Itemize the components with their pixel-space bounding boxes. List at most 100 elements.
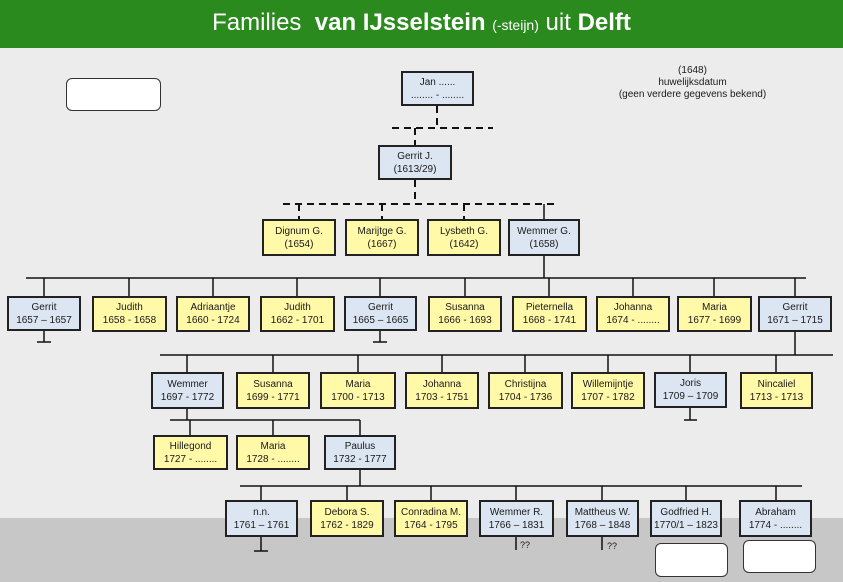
person-dates: 1709 – 1709 xyxy=(662,391,719,402)
person-box: Mattheus W.1768 – 1848 xyxy=(566,500,639,537)
empty-label-box-3 xyxy=(743,540,816,573)
title-spelling-variant: (-steijn) xyxy=(492,17,539,33)
title-family-name: van IJsselstein xyxy=(314,9,486,36)
note-label: huwelijksdatum xyxy=(658,77,727,88)
person-dates: 1660 - 1724 xyxy=(186,315,240,326)
person-dates: (1667) xyxy=(367,238,397,250)
person-name: Wemmer G. xyxy=(517,225,571,237)
person-name: Nincaliel xyxy=(757,378,796,390)
person-dates: 1770/1 – 1823 xyxy=(654,519,718,531)
person-dates: 1665 – 1665 xyxy=(352,314,409,326)
person-dates: 1703 - 1751 xyxy=(415,391,469,403)
person-dates: 1657 – 1657 xyxy=(16,314,72,326)
person-dates: 1728 - ........ xyxy=(246,453,300,465)
person-dates: 1671 – 1715 xyxy=(767,315,823,326)
person-name: Maria xyxy=(345,378,371,390)
person-box: Godfried H.1770/1 – 1823 xyxy=(650,500,722,537)
person-name: Paulus xyxy=(344,440,376,452)
person-box: Wemmer R.1766 – 1831 xyxy=(479,500,554,537)
person-box: Debora S.1762 - 1829 xyxy=(310,500,384,537)
person-name: Gerrit xyxy=(782,302,808,313)
person-box: n.n.1761 – 1761 xyxy=(225,500,298,537)
person-box: Judith 1658 - 1658 xyxy=(92,296,167,332)
person-box: Gerrit 1671 – 1715 xyxy=(758,296,832,332)
person-dates: 1658 - 1658 xyxy=(102,315,157,326)
person-box: Conradina M.1764 - 1795 xyxy=(394,500,468,537)
person-dates: 1764 - 1795 xyxy=(404,519,458,531)
tree-background xyxy=(0,48,843,518)
person-name: Marijtge G. xyxy=(357,225,407,237)
person-dates: 1768 – 1848 xyxy=(574,519,631,531)
person-name: Lysbeth G. xyxy=(440,225,488,237)
person-dates: 1677 - 1699 xyxy=(687,315,742,326)
person-dates: 1668 - 1741 xyxy=(522,315,577,326)
person-name: Gerrit xyxy=(31,301,57,313)
person-dates: (1654) xyxy=(284,238,314,250)
person-name: Conradina M. xyxy=(400,506,462,518)
person-dates: 1707 - 1782 xyxy=(581,391,635,403)
title-word-families: Families xyxy=(212,9,302,36)
person-dates: (1642) xyxy=(449,238,479,250)
person-box: Johanna 1674 - ........ xyxy=(596,296,670,332)
person-dates: 1699 - 1771 xyxy=(246,391,300,403)
person-name: Wemmer R. xyxy=(489,506,544,518)
person-name: Susanna xyxy=(253,378,293,390)
person-dates: 1774 - ........ xyxy=(748,519,803,531)
person-dates: ........ - ........ xyxy=(410,89,465,101)
person-dates: 1674 - ........ xyxy=(606,315,660,326)
person-name: Johanna xyxy=(422,378,462,390)
unknown-marker: ?? xyxy=(607,541,618,551)
person-name: Adriaantje xyxy=(190,302,236,313)
person-name: Gerrit xyxy=(368,301,393,313)
person-box: Jan .............. - ........ xyxy=(401,71,474,106)
person-name: Dignum G. xyxy=(275,225,323,237)
person-name: Godfried H. xyxy=(660,506,712,518)
person-dates: 1761 – 1761 xyxy=(233,519,290,531)
person-name: Hillegond xyxy=(169,440,212,452)
person-box: Dignum G.(1654) xyxy=(262,219,336,256)
person-dates: 1704 - 1736 xyxy=(498,391,553,403)
person-box: Adriaantje 1660 - 1724 xyxy=(176,296,250,332)
empty-label-box xyxy=(66,78,161,111)
person-box: Joris 1709 – 1709 xyxy=(654,372,727,408)
person-name: Maria xyxy=(701,302,727,313)
person-dates: 1697 - 1772 xyxy=(160,391,215,403)
person-name: Johanna xyxy=(613,302,653,313)
person-name: Maria xyxy=(260,440,286,452)
person-box: Lysbeth G.(1642) xyxy=(427,219,501,256)
unknown-marker: ?? xyxy=(520,540,531,550)
person-name: Wemmer xyxy=(167,378,208,390)
person-dates: 1766 – 1831 xyxy=(488,519,545,531)
person-name: Willemijntje xyxy=(582,378,634,390)
person-dates: 1700 - 1713 xyxy=(331,391,385,403)
empty-label-box-2 xyxy=(655,543,728,577)
person-name: Abraham xyxy=(755,506,796,518)
person-name: Joris xyxy=(679,378,702,389)
person-name: Judith xyxy=(116,302,143,313)
person-box: Maria 1677 - 1699 xyxy=(677,296,752,332)
person-name: Susanna xyxy=(445,302,485,313)
person-dates: 1762 - 1829 xyxy=(320,519,374,531)
person-name: Debora S. xyxy=(324,506,370,518)
person-name: n.n. xyxy=(253,506,270,518)
note-detail: (geen verdere gegevens bekend) xyxy=(618,89,767,100)
title-city: Delft xyxy=(577,9,631,36)
person-dates: 1713 - 1713 xyxy=(749,391,804,403)
note-year: (1648) xyxy=(678,65,707,76)
person-name: Christijna xyxy=(504,378,547,390)
